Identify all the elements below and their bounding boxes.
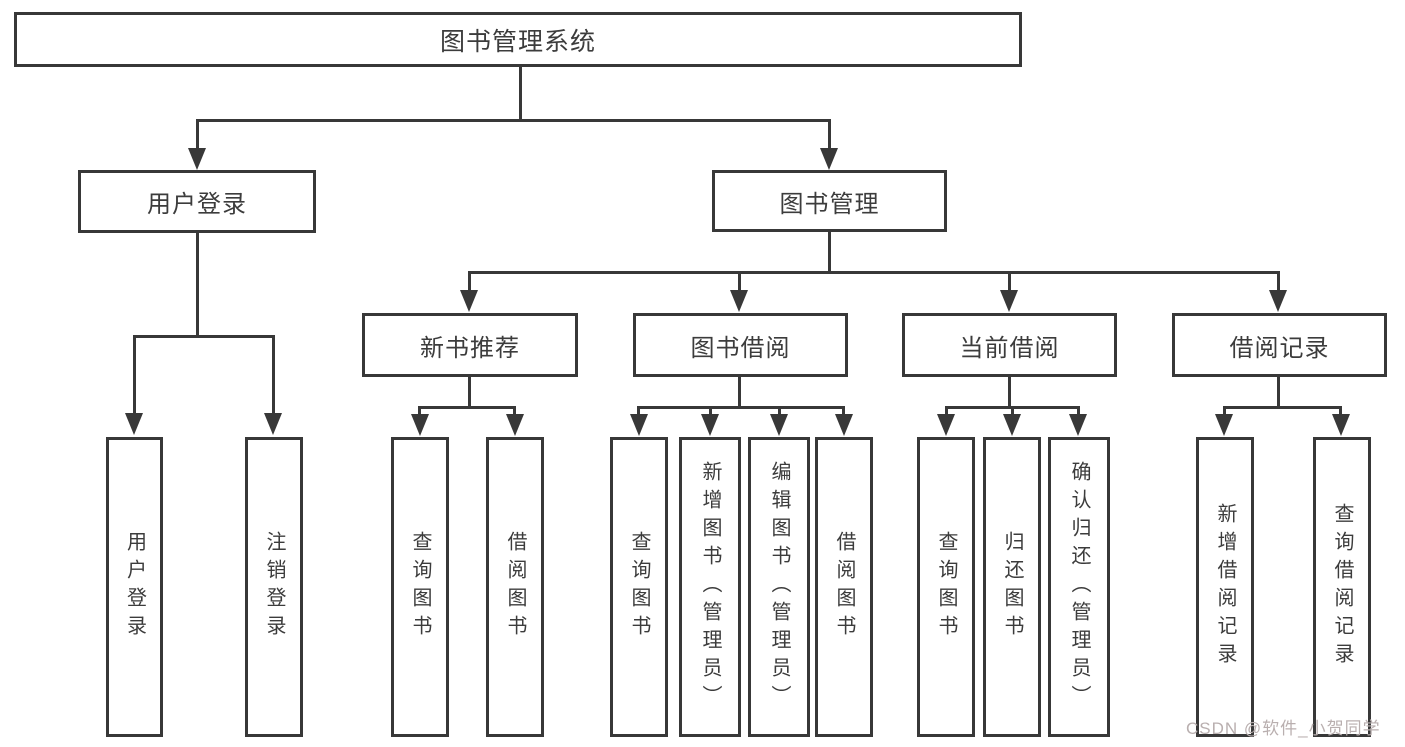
connector-stem-book-borrowing [738, 271, 741, 291]
connector-stem-nb-borrow [513, 406, 516, 418]
connector-stem-new-book-recommend [468, 271, 471, 291]
connector-stem-book-management [828, 119, 831, 150]
connector-root-trunk [519, 66, 522, 122]
arrowhead-br-add [1215, 414, 1233, 436]
leaf-logout-label: 注销登录 [263, 531, 285, 643]
arrowhead-nb-borrow [506, 414, 524, 436]
arrowhead-leaf-logout [264, 413, 282, 435]
connector-user-login-rail [133, 335, 275, 338]
connector-stem-current-borrowing [1008, 271, 1011, 291]
leaf-cb-return-books: 归还图书 [983, 437, 1041, 737]
arrowhead-bb-query [630, 414, 648, 436]
leaf-bb-edit-books: 编辑图书（管理员） [748, 437, 810, 737]
leaf-cb-query-books: 查询图书 [917, 437, 975, 737]
node-book-management-label: 图书管理 [779, 190, 880, 218]
csdn-watermark: CSDN @软件_小贺同学 [1186, 719, 1381, 738]
arrowhead-borrowing-records [1269, 290, 1287, 312]
leaf-cb-query-books-label: 查询图书 [935, 531, 957, 643]
node-new-book-recommend-label: 新书推荐 [420, 334, 520, 362]
node-book-management: 图书管理 [712, 170, 947, 232]
arrowhead-bb-add [701, 414, 719, 436]
leaf-user-login-label: 用户登录 [123, 531, 146, 643]
leaf-br-query-record: 查询借阅记录 [1313, 437, 1371, 737]
node-user-login-label: 用户登录 [147, 191, 247, 218]
connector-book-borrowing-rail [639, 406, 844, 409]
leaf-cb-confirm-return-label: 确认归还（管理员） [1068, 461, 1090, 713]
connector-stem-bb-add [709, 406, 712, 418]
node-current-borrowing-label: 当前借阅 [959, 334, 1060, 362]
connector-stem-cb-confirm [1077, 406, 1080, 418]
leaf-bb-query-books-label: 查询图书 [628, 531, 650, 643]
arrowhead-current-borrowing [1000, 290, 1018, 312]
leaf-nb-borrow-books: 借阅图书 [486, 437, 544, 737]
connector-stem-br-add [1223, 406, 1226, 418]
connector-new-book-trunk [468, 376, 471, 409]
connector-book-borrowing-trunk [738, 376, 741, 409]
leaf-logout: 注销登录 [245, 437, 303, 737]
arrowhead-nb-query [411, 414, 429, 436]
connector-stem-leaf-logout [272, 335, 275, 415]
node-new-book-recommend: 新书推荐 [362, 313, 578, 377]
connector-level2-rail [197, 119, 831, 122]
connector-stem-leaf-user-login [133, 335, 136, 415]
connector-stem-bb-borrow [842, 406, 845, 418]
node-borrowing-records: 借阅记录 [1172, 313, 1387, 377]
connector-book-management-trunk [828, 231, 831, 273]
arrowhead-new-book-recommend [460, 290, 478, 312]
arrowhead-user-login [188, 148, 206, 170]
leaf-bb-add-books-label: 新增图书（管理员） [699, 461, 721, 713]
node-root: 图书管理系统 [14, 12, 1022, 67]
leaf-br-add-record: 新增借阅记录 [1196, 437, 1254, 737]
connector-borrowing-records-rail [1224, 406, 1342, 409]
node-user-login: 用户登录 [78, 170, 316, 233]
connector-borrowing-records-trunk [1277, 376, 1280, 409]
arrowhead-cb-confirm [1069, 414, 1087, 436]
arrowhead-bb-edit [770, 414, 788, 436]
arrowhead-cb-query [937, 414, 955, 436]
leaf-br-query-record-label: 查询借阅记录 [1331, 503, 1353, 671]
connector-new-book-rail [420, 406, 515, 409]
leaf-nb-query-books-label: 查询图书 [409, 531, 431, 643]
leaf-nb-query-books: 查询图书 [391, 437, 449, 737]
arrowhead-book-borrowing [730, 290, 748, 312]
connector-stem-cb-query [945, 406, 948, 418]
arrowhead-leaf-user-login [125, 413, 143, 435]
node-root-label: 图书管理系统 [439, 27, 596, 56]
connector-stem-bb-query [637, 406, 640, 418]
connector-stem-bb-edit [778, 406, 781, 418]
connector-stem-br-query [1339, 406, 1342, 418]
node-book-borrowing: 图书借阅 [633, 313, 848, 377]
node-current-borrowing: 当前借阅 [902, 313, 1117, 377]
node-borrowing-records-label: 借阅记录 [1229, 334, 1330, 362]
arrowhead-br-query [1332, 414, 1350, 436]
leaf-bb-borrow-books-label: 借阅图书 [833, 531, 855, 643]
leaf-nb-borrow-books-label: 借阅图书 [504, 531, 526, 643]
leaf-bb-borrow-books: 借阅图书 [815, 437, 873, 737]
leaf-bb-add-books: 新增图书（管理员） [679, 437, 741, 737]
arrowhead-bb-borrow [835, 414, 853, 436]
connector-stem-borrowing-records [1277, 271, 1280, 291]
arrowhead-cb-return [1003, 414, 1021, 436]
leaf-cb-confirm-return: 确认归还（管理员） [1048, 437, 1110, 737]
connector-stem-cb-return [1011, 406, 1014, 418]
node-book-borrowing-label: 图书借阅 [690, 334, 791, 362]
connector-stem-nb-query [418, 406, 421, 418]
leaf-cb-return-books-label: 归还图书 [1001, 531, 1023, 643]
connector-stem-user-login [196, 119, 199, 150]
arrowhead-book-management [820, 148, 838, 170]
leaf-br-add-record-label: 新增借阅记录 [1214, 503, 1236, 671]
leaf-bb-query-books: 查询图书 [610, 437, 668, 737]
connector-current-borrowing-trunk [1008, 376, 1011, 409]
connector-level3-rail [470, 271, 1280, 274]
connector-user-login-trunk [196, 232, 199, 338]
leaf-user-login: 用户登录 [106, 437, 163, 737]
leaf-bb-edit-books-label: 编辑图书（管理员） [768, 461, 790, 713]
